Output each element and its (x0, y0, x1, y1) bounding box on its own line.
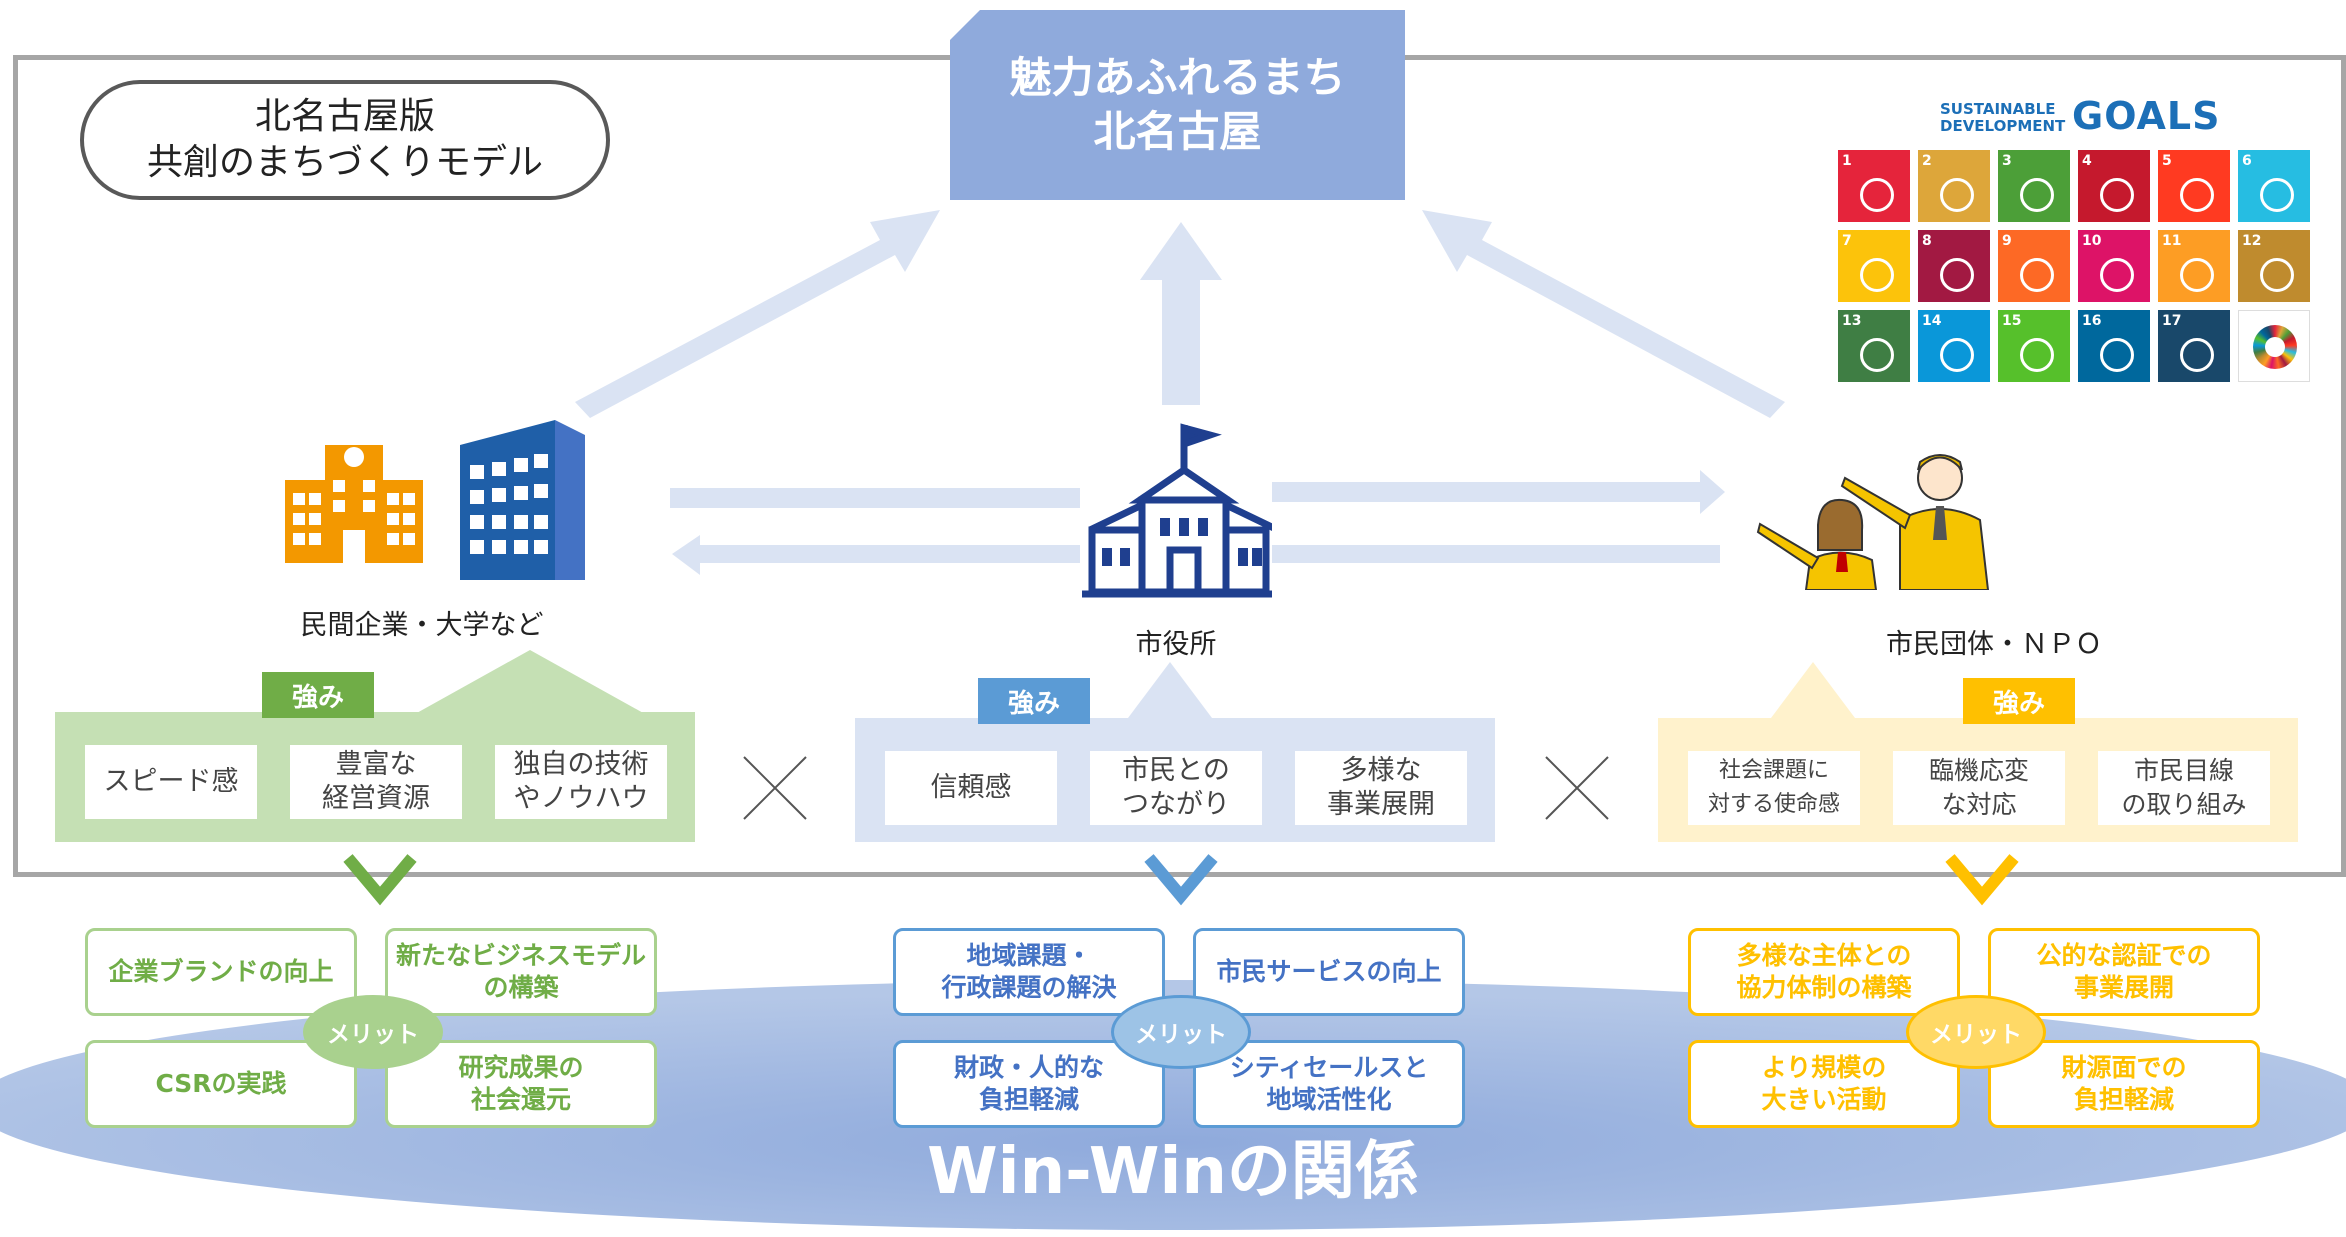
merit-group-citizens: 多様な主体との 協力体制の構築公的な認証での 事業展開より規模の 大きい活動財源… (1688, 928, 2273, 1130)
office-building-icon (460, 420, 585, 580)
strength-item: 社会課題に 対する使命感 (1688, 751, 1860, 825)
city-hall-icon (1082, 423, 1272, 598)
sdg-goal-icon (2100, 338, 2134, 372)
strength-item: 臨機応変 な対応 (1893, 751, 2065, 825)
strength-pointer (415, 650, 645, 714)
chevron-down-icon (343, 854, 417, 906)
sdg-goal-icon (2180, 258, 2214, 292)
strength-item: 市民目線 の取り組み (2098, 751, 2270, 825)
sdg-goal-icon (1940, 338, 1974, 372)
sdg-goal-icon (1860, 258, 1894, 292)
model-title-line1: 北名古屋版 (254, 96, 435, 137)
sdg-goal-icon (2260, 178, 2294, 212)
merit-box: 市民サービスの向上 (1193, 928, 1465, 1016)
sdgs-logo-goals: GOALS (2072, 94, 2221, 138)
sdg-goal-icon (2180, 338, 2214, 372)
strength-item: スピード感 (85, 745, 257, 819)
strength-panel-private: 強みスピード感豊富な 経営資源独自の技術 やノウハウ (55, 650, 695, 842)
merit-box: 研究成果の 社会還元 (385, 1040, 657, 1128)
model-title-line2: 共創のまちづくりモデル (146, 142, 543, 183)
merit-box: 地域課題・ 行政課題の解決 (893, 928, 1165, 1016)
sdg-goal-tile: 12 (2238, 230, 2310, 302)
strength-item: 信頼感 (885, 751, 1057, 825)
merit-group-city: 地域課題・ 行政課題の解決市民サービスの向上財政・人的な 負担軽減シティセールス… (893, 928, 1478, 1130)
chevron-down-icon (1945, 854, 2019, 906)
sdg-goal-tile: 7 (1838, 230, 1910, 302)
sdg-goal-tile: 17 (2158, 310, 2230, 382)
merit-badge: メリット (1111, 995, 1251, 1069)
merit-box: 多様な主体との 協力体制の構築 (1688, 928, 1960, 1016)
strength-item: 豊富な 経営資源 (290, 745, 462, 819)
sdg-goal-tile: 5 (2158, 150, 2230, 222)
merit-group-private: 企業ブランドの向上新たなビジネスモデル の構築 CSRの実践研究成果の 社会還元メ… (85, 928, 670, 1130)
merit-box: 企業ブランドの向上 (85, 928, 357, 1016)
actor-label-city: 市役所 (1135, 629, 1217, 660)
sdg-goal-icon (1940, 258, 1974, 292)
sdg-goal-icon (2100, 258, 2134, 292)
sdg-goal-icon (2020, 258, 2054, 292)
sdg-goal-tile: 14 (1918, 310, 1990, 382)
sdg-goal-icon (1860, 338, 1894, 372)
school-building-icon (285, 445, 423, 563)
sdgs-logo-part2: DEVELOPMENT (1940, 117, 2066, 135)
merit-box: シティセールスと 地域活性化 (1193, 1040, 1465, 1128)
sdg-goal-tile: 1 (1838, 150, 1910, 222)
strength-tag: 強み (1963, 678, 2075, 724)
sdg-goal-icon (2020, 178, 2054, 212)
goal-box: 魅力あふれるまち 北名古屋 (950, 10, 1405, 200)
cross-symbol-right (1545, 756, 1609, 820)
sdg-wheel-icon (2253, 325, 2297, 369)
merit-box: 公的な認証での 事業展開 (1988, 928, 2260, 1016)
merit-box: 財政・人的な 負担軽減 (893, 1040, 1165, 1128)
strength-tag: 強み (978, 678, 1090, 724)
sdg-goal-tile: 13 (1838, 310, 1910, 382)
strength-item: 独自の技術 やノウハウ (495, 745, 667, 819)
merit-box: 財源面での 負担軽減 (1988, 1040, 2260, 1128)
sdgs-logo: SUSTAINABLE DEVELOPMENT GOALS (1940, 94, 2230, 144)
sdg-goal-icon (1860, 178, 1894, 212)
sdg-goal-tile: 9 (1998, 230, 2070, 302)
merit-box: CSRの実践 (85, 1040, 357, 1128)
sdg-goal-tile: 4 (2078, 150, 2150, 222)
actor-label-citizens: 市民団体・ＮＰＯ (1886, 629, 2102, 660)
strength-pointer (1125, 662, 1215, 722)
sdg-goal-icon (2020, 338, 2054, 372)
sdg-wheel-tile (2238, 310, 2310, 382)
win-win-caption: Win-Winの関係 (927, 1135, 1419, 1209)
sdgs-logo-part1: SUSTAINABLE (1940, 100, 2056, 118)
merit-box: 新たなビジネスモデル の構築 (385, 928, 657, 1016)
strength-tag: 強み (262, 672, 374, 718)
strength-item: 多様な 事業展開 (1295, 751, 1467, 825)
actor-label-private: 民間企業・大学など (300, 610, 544, 641)
goal-line1: 魅力あふれるまち (1009, 53, 1346, 102)
strength-panel-city: 強み信頼感市民との つながり多様な 事業展開 (855, 660, 1495, 842)
sdg-goal-icon (1940, 178, 1974, 212)
sdg-goal-tile: 16 (2078, 310, 2150, 382)
sdg-goal-icon (2260, 258, 2294, 292)
sdg-goal-tile: 2 (1918, 150, 1990, 222)
model-title-badge: 北名古屋版 共創のまちづくりモデル (80, 80, 610, 200)
merit-box: より規模の 大きい活動 (1688, 1040, 1960, 1128)
sdg-goal-tile: 15 (1998, 310, 2070, 382)
strength-pointer (1768, 662, 1858, 722)
sdg-goal-tile: 11 (2158, 230, 2230, 302)
strength-panel-citizens: 強み社会課題に 対する使命感臨機応変 な対応市民目線 の取り組み (1658, 660, 2298, 842)
sdg-goal-tile: 8 (1918, 230, 1990, 302)
sdg-goal-icon (2100, 178, 2134, 212)
merit-badge: メリット (303, 995, 443, 1069)
sdg-goal-icon (2180, 178, 2214, 212)
strength-item: 市民との つながり (1090, 751, 1262, 825)
sdg-goal-tile: 3 (1998, 150, 2070, 222)
citizens-pointing-icon (1756, 454, 1990, 590)
chevron-down-icon (1144, 854, 1218, 906)
sdg-goal-tile: 10 (2078, 230, 2150, 302)
sdg-goal-tile: 6 (2238, 150, 2310, 222)
merit-badge: メリット (1906, 995, 2046, 1069)
goal-line2: 北名古屋 (1093, 107, 1262, 156)
cross-symbol-left (743, 756, 807, 820)
